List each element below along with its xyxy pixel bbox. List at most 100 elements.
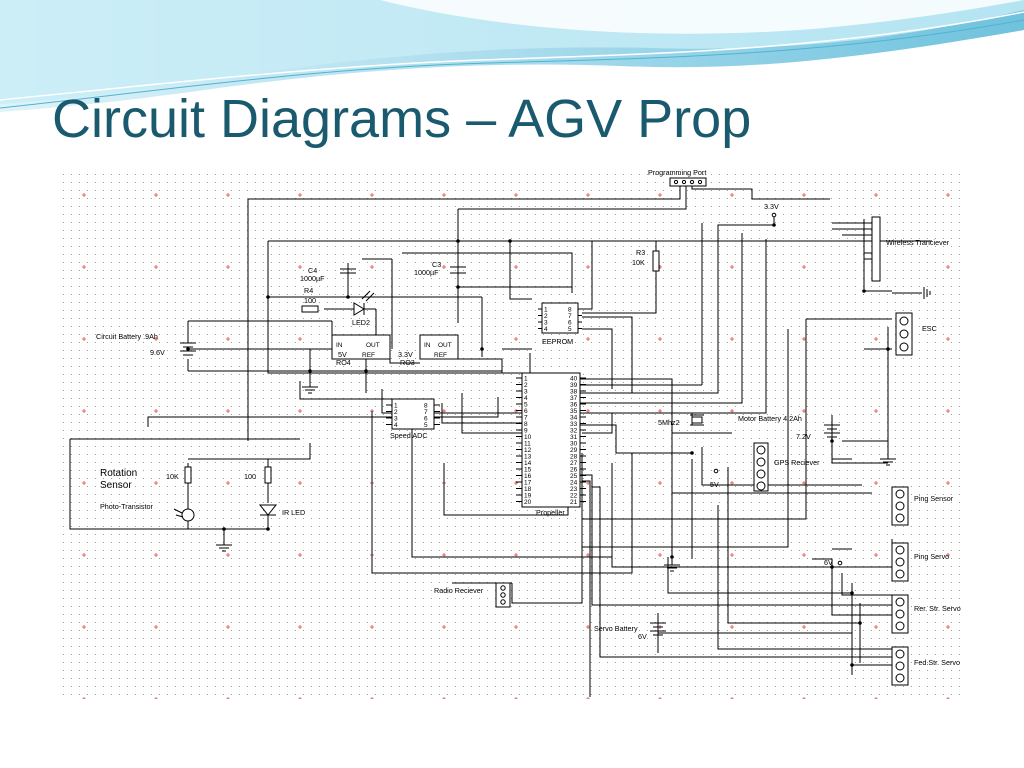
crystal-label: 5Mhz2 <box>658 418 680 427</box>
propeller-right-pin-number: 36 <box>570 401 578 408</box>
eeprom-label: EEPROM <box>542 337 573 346</box>
ground-symbol-motor <box>880 453 896 466</box>
propeller-left-pin-number: 6 <box>524 408 528 415</box>
resistor-r3: R3 10K <box>632 248 660 272</box>
propeller-left-pin-number: 4 <box>524 395 528 402</box>
wave-white-swoosh <box>380 0 1024 34</box>
ro4-voltage: 5V <box>338 350 347 359</box>
circuit-battery: Circuit Battery .9Ah 9.6V <box>96 332 196 357</box>
propeller-right-pin-number: 29 <box>570 447 578 454</box>
gps-5v-label: 5V <box>710 480 719 489</box>
circuit-battery-label: Circuit Battery .9Ah <box>96 332 158 341</box>
propeller-left-pin-number: 9 <box>524 427 528 434</box>
propeller-left-pin-number: 17 <box>524 479 532 486</box>
ro3-in: IN <box>424 342 431 349</box>
propeller-right-pin-number: 22 <box>570 492 578 499</box>
propeller-left-pin-number: 1 <box>524 375 528 382</box>
rear-steering-servo-label: Rer. Str. Servo <box>914 604 961 613</box>
propeller-left-pin-number: 13 <box>524 453 532 460</box>
servo-battery-voltage: 6V <box>638 632 647 641</box>
propeller-right-pin-number: 35 <box>570 408 578 415</box>
propeller-right-pin-number: 21 <box>570 499 578 506</box>
motor-battery-voltage: 7.2V <box>796 432 811 441</box>
adc-left-pin-number: 1 <box>394 402 398 409</box>
supply-3v3-label: 3.3V <box>764 202 779 211</box>
eeprom-left-pin-number: 3 <box>544 319 548 326</box>
propeller-left-pin-number: 18 <box>524 486 532 493</box>
eeprom-left-pin-number: 4 <box>544 326 548 333</box>
wave-line-1 <box>0 19 1024 109</box>
propeller-right-pin-number: 25 <box>570 473 578 480</box>
r4-value: 100 <box>304 296 316 305</box>
radio-receiver-label: Radio Reciever <box>434 586 484 595</box>
eeprom-right-pin-number: 8 <box>568 306 572 313</box>
front-steering-servo-terminal: Fed.Str. Servo <box>891 646 960 686</box>
adc-left-pin-number: 3 <box>394 415 398 422</box>
photo-transistor-label: Photo-Transistor <box>100 502 153 511</box>
resistor-r4: R4 100 <box>301 286 319 313</box>
c4-value: 1000µF <box>300 274 325 283</box>
wave-line-2 <box>0 11 1024 101</box>
ro3-label: RO3 <box>400 358 415 367</box>
gps-label: GPS Reciever <box>774 458 820 467</box>
ping-servo-label: Ping Servo <box>914 552 949 561</box>
adc-right-pin-number: 7 <box>424 409 428 416</box>
ro4-out: OUT <box>366 342 380 349</box>
ro4-ref: REF <box>362 352 375 359</box>
schematic-cross-grid <box>58 169 966 699</box>
rotation-sensor: Rotation Sensor 10K 100 Photo-Transistor… <box>100 466 305 522</box>
c4-label: C4 <box>308 266 317 275</box>
eeprom-left-pin-number: 2 <box>544 313 548 320</box>
rear-steering-servo-terminal: Rer. Str. Servo <box>891 594 961 634</box>
ping-sensor-terminal: Ping Sensor <box>891 486 954 526</box>
motor-battery: Motor Battery 4.2Ah 7.2V <box>738 414 840 441</box>
slide-title: Circuit Diagrams – AGV Prop <box>52 89 752 149</box>
ro3-voltage: 3.3V <box>398 350 413 359</box>
capacitor-c3: C3 1000µF <box>414 260 466 277</box>
propeller-right-pin-number: 33 <box>570 421 578 428</box>
propeller-left-pin-number: 2 <box>524 382 528 389</box>
propeller-left-pin-number: 19 <box>524 492 532 499</box>
adc-right-pin-number: 8 <box>424 402 428 409</box>
propeller-left-pin-number: 12 <box>524 447 532 454</box>
propeller-left-pin-number: 16 <box>524 473 532 480</box>
servo-battery: Servo Battery 6V <box>594 622 666 641</box>
propeller-label: Propeller <box>536 508 565 517</box>
rotation-sensor-label-2: Sensor <box>100 480 132 491</box>
propeller-right-pin-number: 38 <box>570 388 578 395</box>
header-wave-graphic <box>0 0 1024 112</box>
gps-receiver: GPS Reciever 5V <box>710 442 820 492</box>
propeller-right-pin-number: 34 <box>570 414 578 421</box>
eeprom-left-pin-number: 1 <box>544 306 548 313</box>
servo-battery-label: Servo Battery <box>594 624 638 633</box>
r-100-label: 100 <box>244 472 256 481</box>
propeller-right-pin-number: 31 <box>570 434 578 441</box>
wireless-transceiver: Wireless Tranciever <box>832 216 950 282</box>
led2: LED2 <box>352 290 375 327</box>
eeprom-right-pin-number: 5 <box>568 326 572 333</box>
front-steering-servo-label: Fed.Str. Servo <box>914 658 960 667</box>
r-10k-label: 10K <box>166 472 179 481</box>
radio-receiver: Radio Reciever <box>434 582 511 608</box>
c3-value: 1000µF <box>414 268 439 277</box>
adc-left-pin-number: 2 <box>394 409 398 416</box>
rotation-sensor-label-1: Rotation <box>100 468 137 479</box>
adc-left-pin-number: 4 <box>394 422 398 429</box>
circuit-battery-voltage: 9.6V <box>150 348 165 357</box>
crystal-5mhz: 5Mhz2 <box>658 414 704 427</box>
ground-symbol-sensor <box>216 539 232 552</box>
esc-terminal: ESC <box>895 312 937 356</box>
ro3-out: OUT <box>438 342 452 349</box>
ro3-ref: REF <box>434 352 447 359</box>
propeller-right-pin-number: 39 <box>570 382 578 389</box>
eeprom-right-pin-number: 6 <box>568 319 572 326</box>
propeller-left-pin-number: 7 <box>524 414 528 421</box>
propeller-right-pin-number: 24 <box>570 479 578 486</box>
regulator-ro3: IN OUT REF 3.3V RO3 <box>398 334 459 367</box>
propeller-left-pin-number: 11 <box>524 440 531 447</box>
junction-dots <box>186 223 890 667</box>
propeller-right-pin-number: 26 <box>570 466 578 473</box>
